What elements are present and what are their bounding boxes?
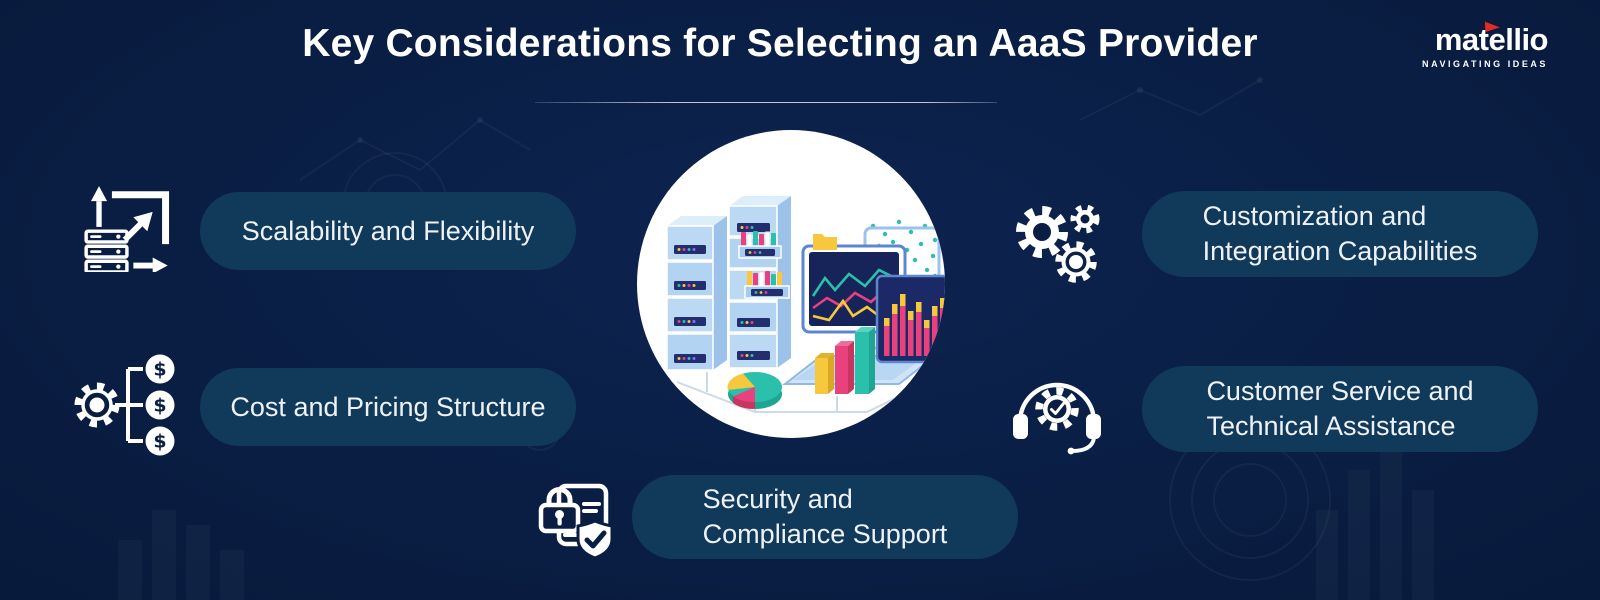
headset-gear-icon <box>1008 364 1106 458</box>
support-pill: Customer Service and Technical Assistanc… <box>1142 366 1538 452</box>
support-line2: Technical Assistance <box>1206 411 1456 441</box>
document-lock-shield-icon <box>536 477 622 563</box>
svg-text:$: $ <box>153 359 166 381</box>
scalability-label: Scalability and Flexibility <box>241 215 535 246</box>
security-label: Security and Compliance Support <box>703 482 948 552</box>
brand-wordmark: matellio <box>1435 21 1549 55</box>
pie-chart-illustration <box>727 372 782 410</box>
bars-3d-illustration <box>815 327 875 394</box>
servers-illustration <box>666 196 791 371</box>
security-line1: Security and <box>702 484 853 514</box>
support-line1: Customer Service and <box>1206 376 1474 406</box>
security-pill: Security and Compliance Support <box>632 475 1018 559</box>
customization-pill: Customization and Integration Capabiliti… <box>1142 191 1538 277</box>
brand-logo: matellio NAVIGATING IDEAS <box>1422 21 1549 69</box>
customization-line2: Integration Capabilities <box>1202 236 1478 266</box>
svg-text:$: $ <box>153 395 166 417</box>
cost-pill: Cost and Pricing Structure <box>200 368 576 446</box>
brand-flag-icon <box>1484 21 1500 32</box>
scalability-pill: Scalability and Flexibility <box>200 192 576 270</box>
page-title: Key Considerations for Selecting an AaaS… <box>302 22 1258 65</box>
cost-label: Cost and Pricing Structure <box>230 391 546 422</box>
brand-tagline: NAVIGATING IDEAS <box>1422 59 1548 69</box>
gears-icon <box>1012 198 1106 292</box>
title-divider <box>535 102 997 103</box>
scale-expand-icon <box>84 184 172 272</box>
gear-dollar-tree-icon: $ $ $ <box>70 352 188 458</box>
files <box>747 271 782 287</box>
support-label: Customer Service and Technical Assistanc… <box>1206 374 1473 444</box>
header: Key Considerations for Selecting an AaaS… <box>0 22 1560 66</box>
customization-line1: Customization and <box>1202 201 1427 231</box>
security-line2: Compliance Support <box>702 519 948 549</box>
folder <box>813 234 837 250</box>
svg-text:$: $ <box>153 431 166 453</box>
center-illustration <box>637 130 945 438</box>
customization-label: Customization and Integration Capabiliti… <box>1203 199 1478 269</box>
laptop-illustration <box>782 219 945 385</box>
files <box>741 231 776 247</box>
